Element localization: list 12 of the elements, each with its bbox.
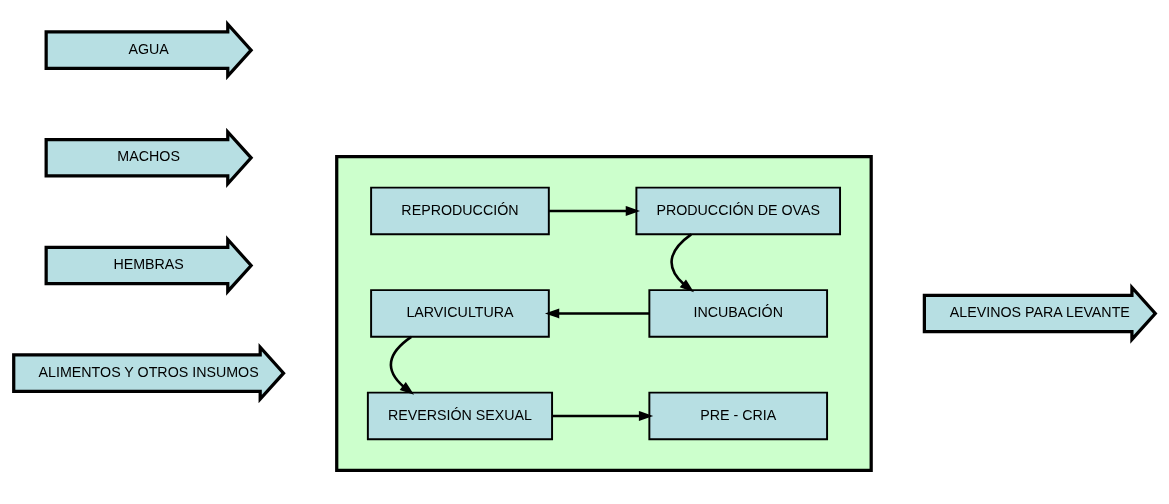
node-box: LARVICULTURA: [370, 288, 550, 338]
arrow: [552, 410, 654, 421]
arrow: [670, 232, 694, 292]
node-box: PRODUCCIÓN DE OVAS: [635, 186, 842, 235]
node-box: PRE - CRIA: [648, 391, 829, 440]
node-box: REPRODUCCIÓN: [370, 186, 550, 235]
node-box: INCUBACIÓN: [648, 288, 829, 338]
node-box: REVERSIÓN SEXUAL: [366, 391, 554, 440]
arrow: [544, 307, 650, 318]
cluster: [335, 154, 873, 472]
arrow: [389, 335, 415, 395]
arrow: [548, 205, 640, 216]
